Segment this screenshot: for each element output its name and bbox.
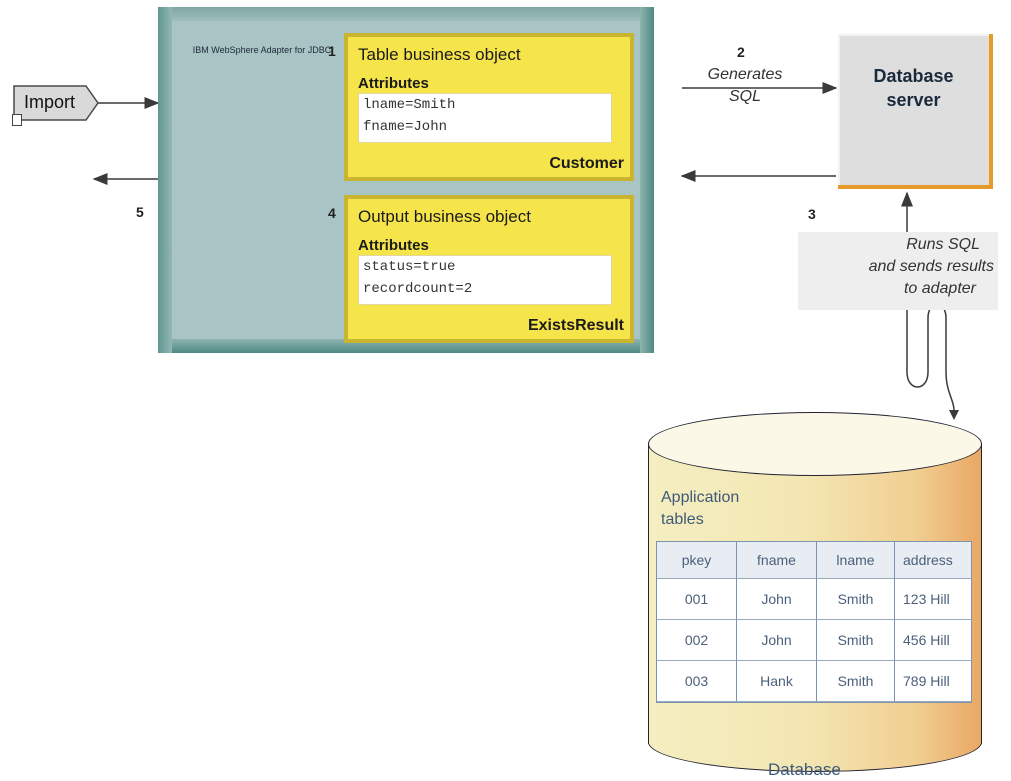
database-caption: Database [768, 760, 841, 779]
label-line: Application [661, 489, 740, 506]
attribute-values: lname=Smith fname=John [358, 93, 612, 143]
bo-name: Customer [549, 155, 624, 172]
table-header-row: pkey fname lname address [657, 542, 971, 579]
bo-title: Table business object [358, 45, 521, 64]
table-cell: 456 Hill [895, 620, 971, 661]
step-4-number: 4 [328, 205, 336, 221]
bo-title: Output business object [358, 207, 531, 226]
wire-loop [906, 303, 955, 416]
runs-sql-backdrop [798, 232, 998, 310]
column-header: address [895, 542, 971, 579]
database-server-label: Database server [838, 64, 989, 112]
label-line: SQL [728, 88, 761, 105]
table-cell: Hank [737, 661, 817, 702]
table-row: 002 John Smith 456 Hill [657, 620, 971, 661]
column-header: fname [737, 542, 817, 579]
table-cell: 789 Hill [895, 661, 971, 702]
adapter-title: IBM WebSphere Adapter for JDBC [192, 45, 332, 55]
step-1-number: 1 [328, 43, 336, 59]
table-cell: 002 [657, 620, 737, 661]
attributes-label: Attributes [358, 237, 429, 254]
adapter-bevel [640, 7, 654, 353]
application-table: pkey fname lname address 001 John Smith … [656, 541, 972, 703]
table-row: 001 John Smith 123 Hill [657, 579, 971, 620]
attribute-value: lname=Smith [363, 97, 456, 113]
runs-sql-label: Runs SQL and sends results to adapter [798, 234, 994, 300]
label-line: Generates [707, 66, 783, 83]
attribute-value: status=true [363, 259, 456, 275]
table-cell: Smith [817, 579, 895, 620]
attribute-values: status=true recordcount=2 [358, 255, 612, 305]
label-line: to adapter [903, 280, 976, 297]
import-label: Import [24, 92, 76, 112]
table-cell: 001 [657, 579, 737, 620]
label-line: server [886, 90, 941, 110]
adapter-bevel [158, 7, 654, 21]
attributes-label: Attributes [358, 75, 429, 92]
attribute-value: recordcount=2 [363, 281, 473, 297]
step-3-number: 3 [808, 206, 816, 222]
table-cell: Smith [817, 620, 895, 661]
table-cell: 123 Hill [895, 579, 971, 620]
column-header: pkey [657, 542, 737, 579]
attribute-value: fname=John [363, 119, 448, 135]
generates-sql-label: Generates SQL [700, 64, 790, 108]
table-row: 003 Hank Smith 789 Hill [657, 661, 971, 702]
label-line: Runs SQL [906, 236, 980, 253]
table-cell: John [737, 579, 817, 620]
bo-name: ExistsResult [527, 317, 624, 334]
step-2-number: 2 [737, 44, 745, 60]
adapter-bevel [158, 7, 172, 353]
database-cylinder-top [648, 412, 982, 476]
database-server: Database server [838, 34, 993, 189]
resize-handle[interactable] [12, 114, 22, 126]
column-header: lname [817, 542, 895, 579]
output-business-object: Output business object Attributes status… [344, 195, 634, 343]
step-5-number: 5 [136, 204, 144, 220]
label-line: Database [873, 66, 954, 86]
table-cell: Smith [817, 661, 895, 702]
label-line: and sends results [868, 258, 994, 275]
table-cell: John [737, 620, 817, 661]
application-tables-label: Application tables [661, 487, 739, 531]
table-business-object: Table business object Attributes lname=S… [344, 33, 634, 181]
table-cell: 003 [657, 661, 737, 702]
jdbc-adapter: IBM WebSphere Adapter for JDBC 1 4 Table… [158, 7, 654, 353]
label-line: tables [661, 511, 704, 528]
